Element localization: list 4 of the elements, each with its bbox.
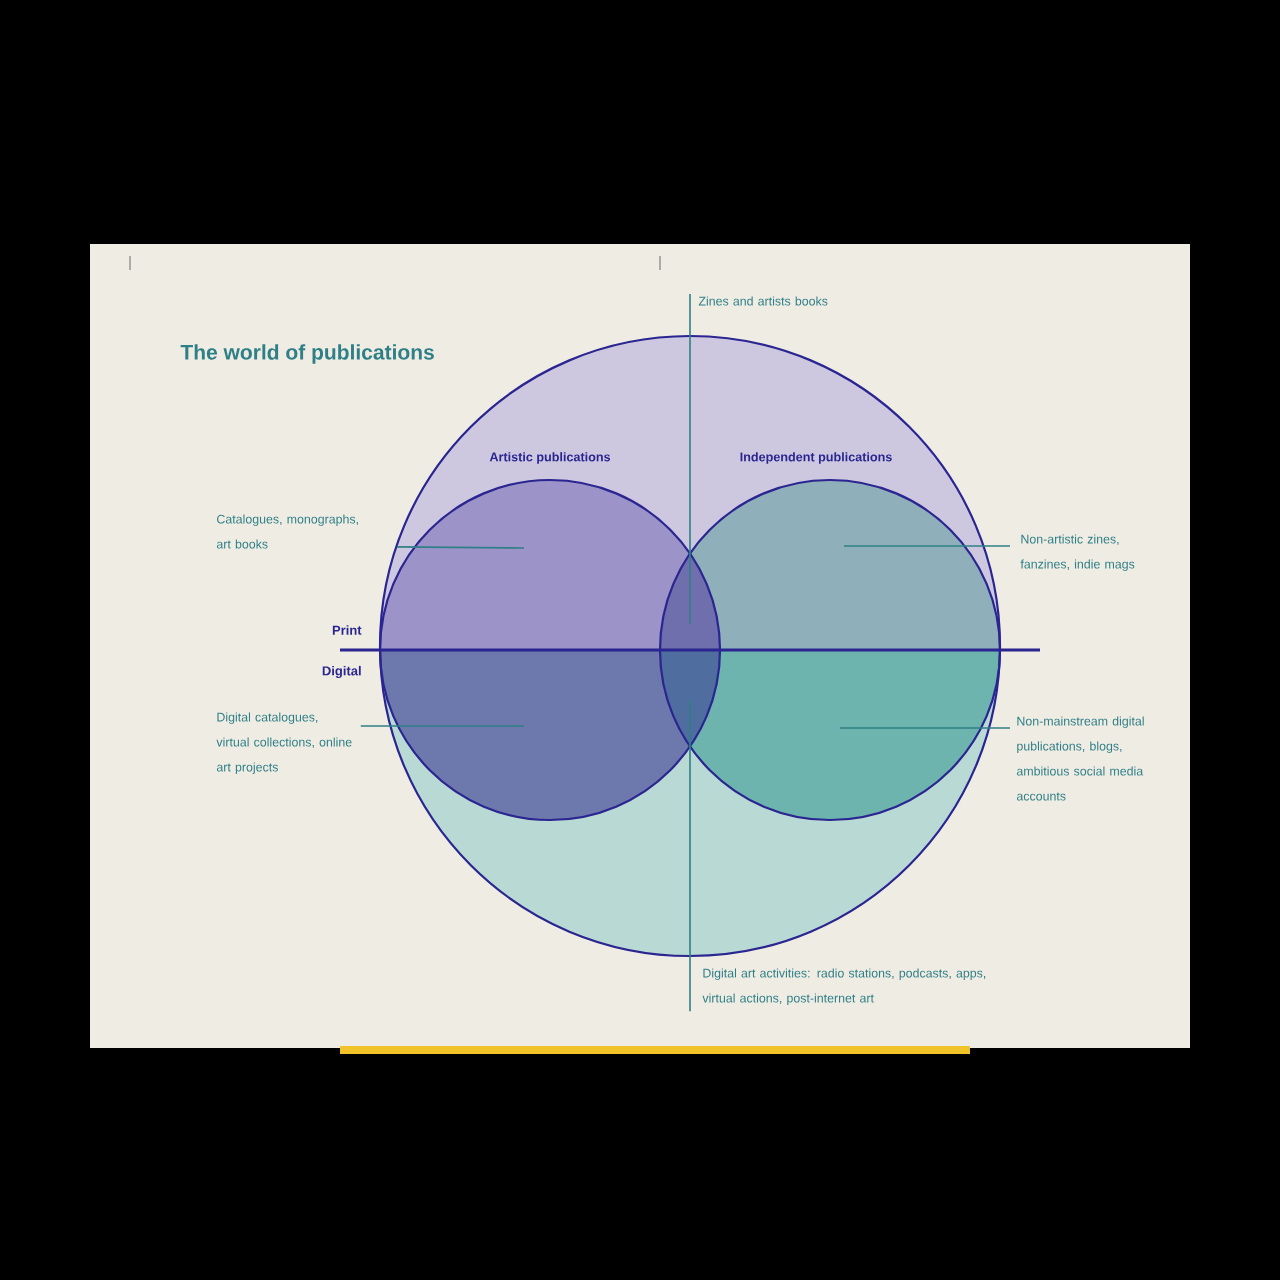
leader-line (689, 293, 691, 625)
title: The world of publications (180, 344, 434, 364)
leader-line (360, 725, 525, 727)
leader-line (689, 699, 691, 1013)
